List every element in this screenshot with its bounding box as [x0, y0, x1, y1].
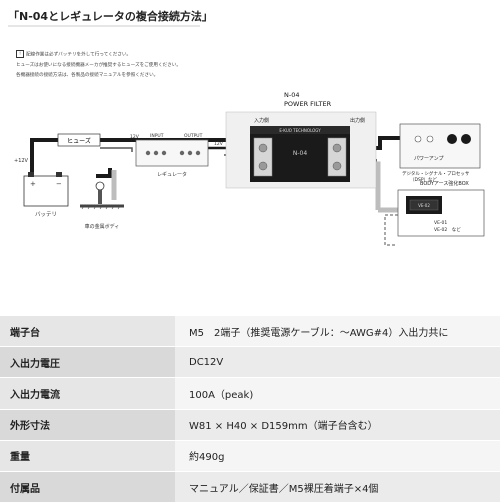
- spec-value: 100A（peak): [175, 377, 500, 410]
- filter-input-side-label: 入力側: [254, 117, 269, 124]
- svg-text:+: +: [30, 180, 36, 188]
- body-earth-title: BODYアース強化BOX: [420, 180, 469, 187]
- body-earth-tag: VE-02: [418, 203, 430, 208]
- svg-text:−: −: [56, 180, 62, 188]
- fuse-label: ヒューズ: [67, 137, 91, 145]
- regulator: INPUT OUTPUT レギュレータ: [135, 133, 209, 178]
- wiring-diagram: ヒューズ +12V 12V 12V + − バッテリ 車の金属ボディ INPUT…: [8, 25, 485, 246]
- body-ground-label: 車の金属ボディ: [85, 223, 120, 230]
- battery-label: バッテリ: [35, 211, 57, 218]
- plus12v-label: +12V: [14, 158, 29, 164]
- filter-logo: N-04: [293, 150, 307, 157]
- note-1: !配線作業は必ずバッテリを外して行ってください。: [16, 50, 206, 59]
- ground-link: [384, 214, 398, 246]
- spec-value: 約490g: [175, 440, 500, 472]
- body-earth-model-1: VE-01: [434, 220, 447, 226]
- power-filter: N-04 POWER FILTER E-KUO TECHNOLOGY N-04 …: [225, 91, 377, 189]
- regulator-label: レギュレータ: [157, 171, 187, 178]
- filter-name: POWER FILTER: [284, 100, 332, 108]
- note-2: ヒューズはお使いになる接続機器メーカが推奨するヒューズをご使用ください。: [16, 62, 181, 68]
- spec-value: W81 × H40 × D159mm（端子台含む）: [175, 409, 500, 441]
- wire-label-12v-b: 12V: [214, 141, 224, 147]
- spec-row: 重量約490g: [0, 440, 500, 472]
- wire-label-12v-a: 12V: [130, 134, 140, 140]
- spec-label: 入出力電流: [0, 377, 175, 410]
- spec-label: 端子台: [0, 316, 175, 348]
- fuse: ヒューズ: [57, 133, 101, 147]
- body-earth-model-2: VE-02 など: [434, 226, 461, 233]
- filter-output-side-label: 出力側: [350, 117, 365, 124]
- filter-brand: E-KUO TECHNOLOGY: [279, 128, 321, 133]
- spec-label: 外形寸法: [0, 409, 175, 441]
- spec-row: 付属品マニュアル／保証書／M5裸圧着端子×4個: [0, 471, 500, 503]
- battery: + − バッテリ: [23, 172, 69, 218]
- body-earth-box: BODYアース強化BOX VE-02 VE-01 VE-02 など: [397, 180, 485, 237]
- page-title: 「N-04とレギュレータの複合接続方法」: [8, 10, 213, 23]
- spec-label: 付属品: [0, 471, 175, 503]
- warning-icon: !: [16, 50, 24, 58]
- amp-desc: デジタル・シグナル・プロセッサ （DSP）など: [402, 170, 471, 183]
- spec-value: M5 2端子（推奨電源ケーブル：～AWG#4）入出力共に: [175, 316, 500, 348]
- note-3: 各機器接続の接続方法は、各製品の接続マニュアルを参照ください。: [16, 72, 159, 78]
- body-ground: 車の金属ボディ: [80, 181, 124, 230]
- filter-model: N-04: [284, 91, 299, 99]
- power-amp: パワーアンプ デジタル・シグナル・プロセッサ （DSP）など: [399, 123, 481, 183]
- regulator-input-label: INPUT: [150, 133, 164, 139]
- amp-label: パワーアンプ: [414, 156, 443, 162]
- wiring-notes: !配線作業は必ずバッテリを外して行ってください。 ヒューズはお使いになる接続機器…: [16, 50, 206, 82]
- spec-label: 重量: [0, 440, 175, 472]
- regulator-output-label: OUTPUT: [184, 133, 203, 139]
- spec-value: マニュアル／保証書／M5裸圧着端子×4個: [175, 471, 500, 503]
- spec-value: DC12V: [175, 346, 500, 379]
- spec-label: 入出力電圧: [0, 346, 175, 379]
